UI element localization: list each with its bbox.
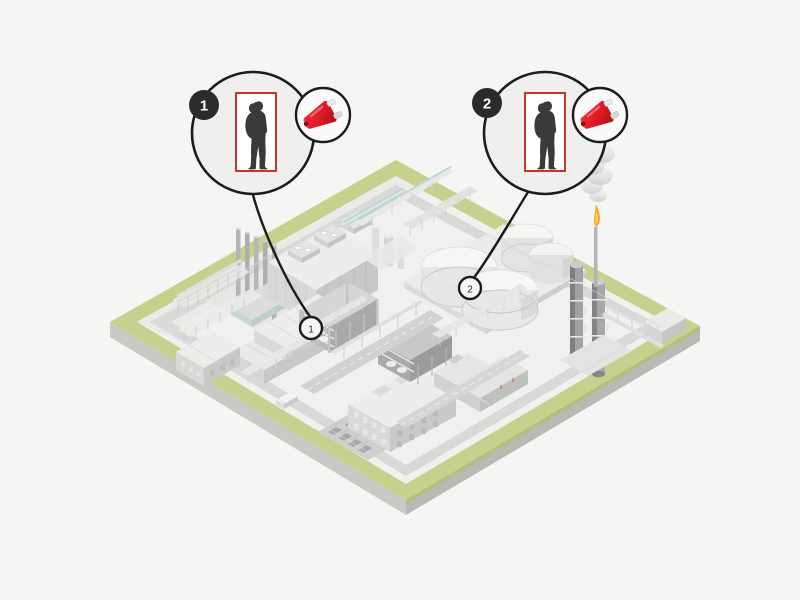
- callout-2[interactable]: 2: [472, 70, 629, 196]
- callout-1-badge[interactable]: 1: [189, 90, 219, 120]
- pipe-bridge-center: [330, 300, 424, 358]
- intruder-silhouette: [534, 101, 557, 170]
- callout-2-badge-label: 2: [483, 96, 491, 113]
- intruder-silhouette: [245, 101, 268, 170]
- air-horn-icon: [303, 98, 343, 129]
- air-horn-icon: [580, 98, 620, 129]
- tank-large-b: [461, 269, 539, 331]
- callout-1-badge-label: 1: [200, 98, 208, 115]
- pipe-rack-teal: [340, 188, 406, 232]
- pipe-bridge-right: [602, 306, 686, 349]
- control-room-building: [176, 331, 240, 386]
- access-roads: [300, 310, 530, 428]
- pipe-rack-left: [172, 259, 250, 316]
- flare-stack: [594, 204, 600, 287]
- plant-marker-2[interactable]: 2: [457, 275, 483, 301]
- plant-marker-1-label: 1: [308, 325, 314, 336]
- perimeter-fence: [149, 185, 661, 476]
- tank-small-b: [528, 242, 574, 284]
- connector-2: [471, 190, 530, 281]
- callout-1[interactable]: 1: [189, 70, 352, 196]
- pipe-rack-field-right: [432, 284, 528, 346]
- plant-marker-2-label: 2: [467, 285, 473, 296]
- callout-1-frame: [235, 92, 277, 172]
- callout-1-icon-bubble[interactable]: [294, 86, 352, 144]
- plant-marker-1[interactable]: 1: [298, 315, 324, 341]
- callout-2-badge[interactable]: 2: [472, 88, 502, 118]
- conveyor-bridge: [356, 166, 454, 226]
- storage-tanks: [404, 223, 586, 334]
- connector-1: [251, 193, 313, 320]
- callout-2-icon-bubble[interactable]: [571, 86, 629, 144]
- grass-shade: [406, 326, 700, 504]
- reactor-columns: [362, 224, 420, 270]
- callout-2-frame: [524, 92, 566, 172]
- pipe-rack-field-upper: [404, 186, 478, 236]
- connector-lines: [251, 190, 530, 320]
